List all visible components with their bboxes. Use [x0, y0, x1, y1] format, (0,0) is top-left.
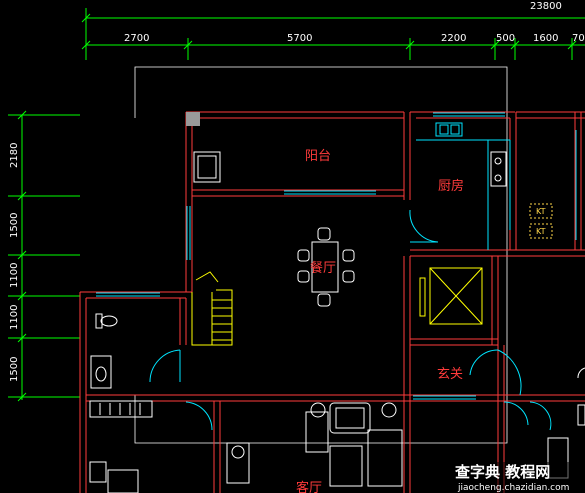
chair-icon	[193, 151, 221, 183]
dim-left-3: 1100	[9, 263, 20, 288]
room-label-foyer: 玄关	[437, 367, 463, 382]
doors	[149, 209, 552, 431]
dim-left-1: 2180	[9, 143, 20, 168]
right-cut-icons	[547, 367, 585, 479]
column	[186, 112, 200, 126]
elevator-icon	[419, 267, 483, 325]
room-label-kt-bottom: KT	[536, 227, 546, 236]
dim-top-6: 700	[572, 33, 585, 44]
dim-overall: 23800	[530, 1, 562, 12]
dining-table-icon	[297, 227, 355, 307]
outline-frame	[134, 66, 508, 444]
stair-icon	[191, 271, 233, 346]
walls	[79, 111, 585, 493]
toilet-icon	[95, 313, 118, 329]
watermark: 查字典 教程网 jiaocheng.chazidian.com	[452, 462, 585, 493]
dim-top-4: 500	[496, 33, 515, 44]
room-label-kitchen: 厨房	[438, 178, 464, 194]
dim-left-5: 1500	[9, 357, 20, 382]
room-label-dining: 餐厅	[310, 260, 336, 276]
top-dimension-chain	[81, 8, 585, 60]
bed-icon	[89, 461, 139, 493]
watermark-url: jiaocheng.chazidian.com	[457, 483, 569, 493]
dim-left-4: 1100	[9, 305, 20, 330]
dim-top-1: 2700	[124, 33, 149, 44]
room-label-kt-top: KT	[536, 207, 546, 216]
room-label-living: 客厅	[296, 480, 322, 493]
wardrobe-icon	[89, 400, 153, 418]
sofa-icon	[226, 402, 403, 487]
dim-left-2: 1500	[9, 213, 20, 238]
dim-top-3: 2200	[441, 33, 466, 44]
room-label-balcony: 阳台	[305, 149, 331, 164]
kitchen-counter	[416, 122, 510, 250]
windows	[96, 112, 577, 400]
dim-top-2: 5700	[287, 33, 312, 44]
left-dimension-chain	[8, 110, 80, 402]
watermark-title: 查字典 教程网	[455, 463, 550, 481]
sink-icon	[90, 355, 112, 389]
kt-units	[529, 203, 553, 239]
stove-icon	[490, 151, 507, 187]
dim-top-5: 1600	[533, 33, 558, 44]
